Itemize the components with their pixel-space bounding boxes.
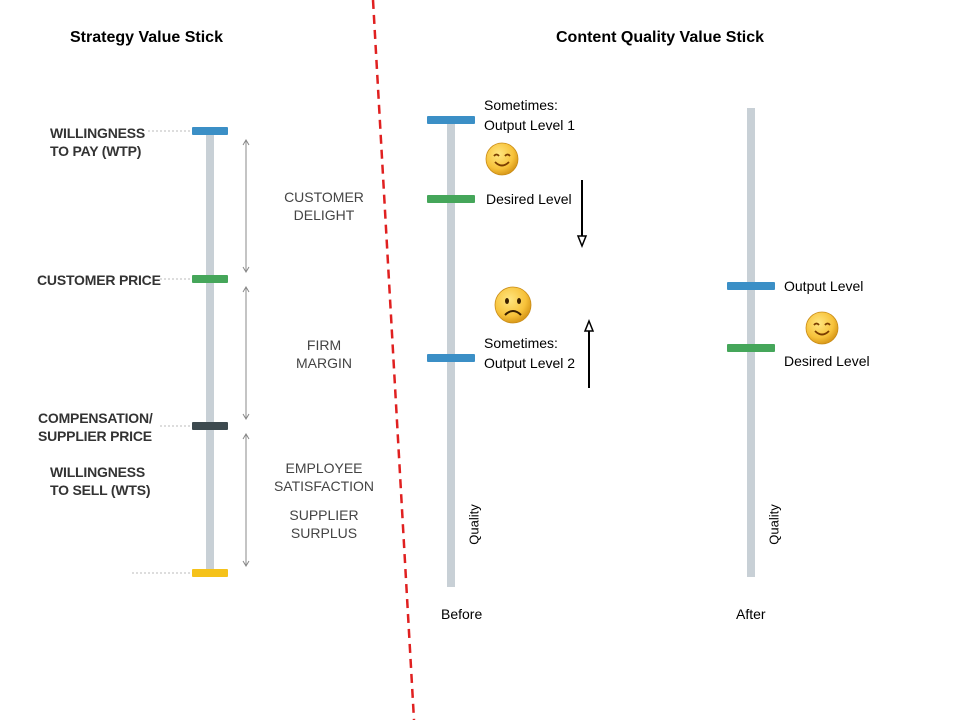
price-marker [192, 275, 228, 283]
span-arrows [242, 139, 250, 567]
wts-label-line1: WILLINGNESS [50, 464, 146, 480]
margin-line2: MARGIN [296, 355, 352, 371]
divider-line [371, 0, 416, 720]
before-quality-label: Quality [466, 504, 482, 545]
output2-line2: Output Level 2 [484, 355, 576, 371]
delight-label: CUSTOMER DELIGHT [268, 188, 380, 224]
satisfaction-label: EMPLOYEE SATISFACTION [262, 459, 386, 495]
wtp-label-line2: TO PAY (WTP) [50, 143, 142, 159]
content-quality-title: Content Quality Value Stick [556, 29, 765, 46]
before-desired-marker [427, 195, 475, 203]
wts-marker [192, 569, 228, 577]
before-desired-label: Desired Level [486, 191, 572, 207]
compensation-label-line2: SUPPLIER PRICE [38, 428, 152, 444]
customer-price-label: CUSTOMER PRICE [37, 272, 161, 288]
after-quality-label: Quality [766, 504, 782, 545]
wts-label: WILLINGNESS TO SELL (WTS) [50, 463, 151, 499]
after-desired-marker [727, 344, 775, 352]
output1-line2: Output Level 1 [484, 117, 576, 133]
surplus-line1: SUPPLIER [289, 507, 359, 523]
margin-label: FIRM MARGIN [268, 336, 380, 372]
surplus-line2: SURPLUS [290, 525, 358, 541]
after-output-label: Output Level [784, 278, 864, 294]
delight-line1: CUSTOMER [284, 189, 364, 205]
wtp-label-line1: WILLINGNESS [50, 125, 146, 141]
surplus-label: SUPPLIER SURPLUS [268, 506, 380, 542]
output1-line1: Sometimes: [484, 97, 558, 113]
after-output-marker [727, 282, 775, 290]
delight-line2: DELIGHT [293, 207, 355, 223]
before-output2-label: Sometimes: Output Level 2 [484, 333, 575, 373]
strategy-title: Strategy Value Stick [70, 29, 223, 46]
compensation-marker [192, 422, 228, 430]
frown-icon [494, 286, 532, 324]
output2-line1: Sometimes: [484, 335, 558, 351]
wtp-label: WILLINGNESS TO PAY (WTP) [50, 124, 145, 160]
satisfaction-line2: SATISFACTION [273, 478, 375, 494]
smile-icon [485, 142, 519, 176]
compensation-label: COMPENSATION/ SUPPLIER PRICE [38, 409, 153, 445]
after-desired-label: Desired Level [784, 353, 870, 369]
after-stick [747, 108, 755, 577]
before-caption: Before [441, 606, 483, 622]
before-output1-marker [427, 116, 475, 124]
after-caption: After [736, 606, 766, 622]
before-output1-label: Sometimes: Output Level 1 [484, 95, 575, 135]
compensation-label-line1: COMPENSATION/ [38, 410, 153, 426]
wtp-marker [192, 127, 228, 135]
arrow-up [583, 318, 595, 388]
wts-label-line2: TO SELL (WTS) [50, 482, 151, 498]
satisfaction-line1: EMPLOYEE [285, 460, 363, 476]
before-stick [447, 118, 455, 587]
smile-icon [805, 311, 839, 345]
before-output2-marker [427, 354, 475, 362]
strategy-stick [206, 131, 214, 573]
arrow-down [576, 180, 588, 249]
margin-line1: FIRM [306, 337, 342, 353]
